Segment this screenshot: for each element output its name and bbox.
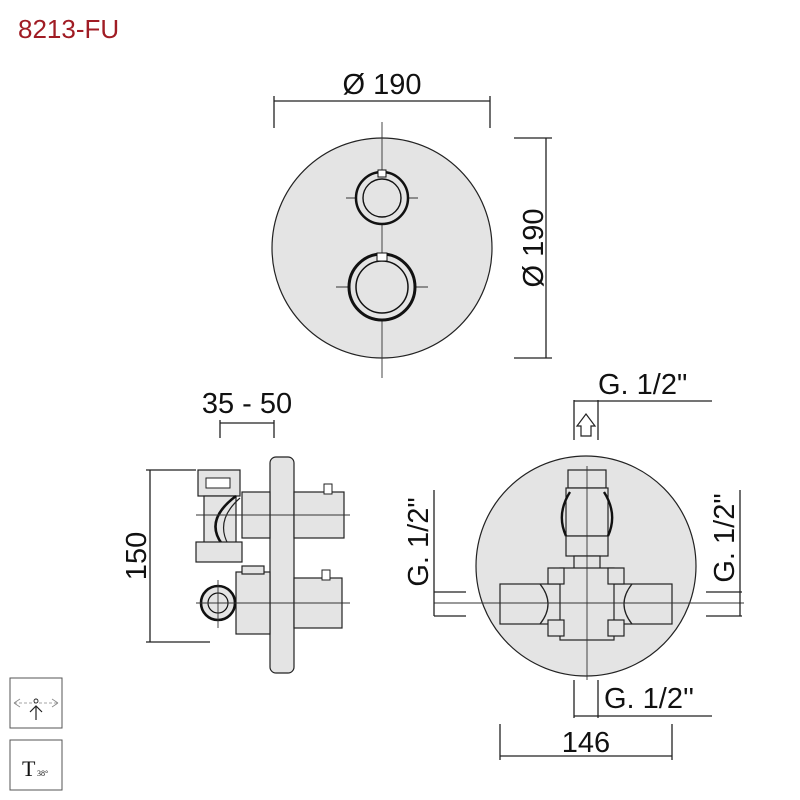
left-inlet-dimension: G. 1/2" <box>403 490 466 617</box>
installation-symbol <box>9 677 63 729</box>
temperature-symbol-value: 38° <box>37 769 48 778</box>
right-inlet-label: G. 1/2" <box>709 493 741 582</box>
arrow-up-icon <box>29 705 43 713</box>
top-outlet-dimension: G. 1/2" <box>573 369 712 440</box>
bottom-outlet-dimension: G. 1/2'' <box>573 680 712 718</box>
side-view: 35 - 50 150 <box>121 388 350 674</box>
temperature-symbol-letter: T <box>22 756 36 781</box>
bottom-outlet-label: G. 1/2'' <box>604 683 694 715</box>
temperature-symbol: T 38° <box>9 739 63 791</box>
front-view: Ø 190 Ø 190 <box>271 69 552 378</box>
upper-knob <box>354 169 410 226</box>
front-width-label: Ø 190 <box>343 69 422 101</box>
front-height-label: Ø 190 <box>518 209 550 288</box>
body-width-label: 146 <box>562 727 610 759</box>
top-outlet-label: G. 1/2" <box>598 369 687 401</box>
side-depth-dimension: 35 - 50 <box>202 388 292 438</box>
flow-up-arrow-icon <box>575 413 597 437</box>
right-inlet-dimension: G. 1/2" <box>706 490 742 617</box>
side-height-dimension: 150 <box>121 469 210 643</box>
body-width-dimension: 146 <box>499 724 673 760</box>
side-plate <box>269 456 295 674</box>
side-depth-label: 35 - 50 <box>202 388 292 420</box>
body-view: G. 1/2" G. 1/2" G. 1/2" G. 1/2'' <box>403 369 744 760</box>
product-code: 8213-FU <box>18 14 120 44</box>
lower-knob <box>347 252 417 322</box>
side-height-label: 150 <box>121 532 153 580</box>
front-width-dimension: Ø 190 <box>273 69 491 128</box>
front-height-dimension: Ø 190 <box>514 137 552 359</box>
left-inlet-label: G. 1/2" <box>403 497 435 586</box>
